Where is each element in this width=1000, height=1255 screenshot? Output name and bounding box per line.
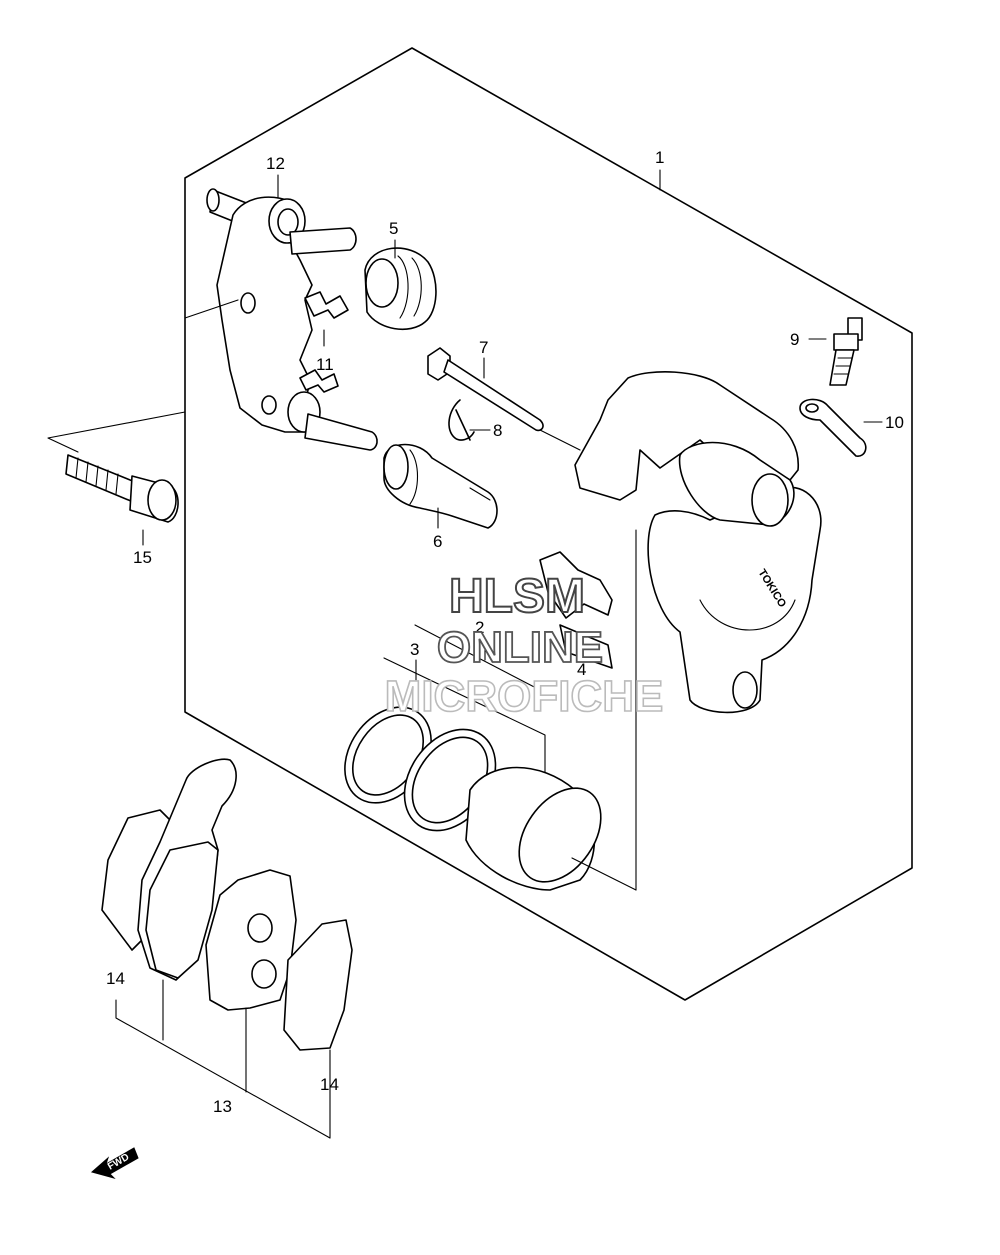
caliper-piston bbox=[465, 766, 602, 891]
callout-13: 13 bbox=[213, 1097, 232, 1116]
retaining-clip bbox=[448, 399, 475, 441]
pad-spring bbox=[299, 291, 349, 393]
callout-14-right: 14 bbox=[320, 1075, 339, 1094]
watermark-line-1: HLSM bbox=[449, 570, 585, 623]
callout-labels: 1 12 5 9 7 11 10 8 6 15 3 2 4 14 14 13 bbox=[106, 148, 904, 1116]
callout-8: 8 bbox=[493, 421, 502, 440]
watermark-line-3: MICROFICHE bbox=[385, 672, 664, 721]
pin-boot-lower bbox=[383, 443, 498, 529]
pin-boot-upper bbox=[364, 247, 437, 330]
callout-9: 9 bbox=[790, 330, 799, 349]
callout-7: 7 bbox=[479, 338, 488, 357]
brake-pad-set bbox=[101, 758, 353, 1139]
callout-15: 15 bbox=[133, 548, 152, 567]
caliper-body: TOKICO bbox=[574, 371, 822, 714]
caliper-bracket bbox=[184, 188, 378, 451]
callout-5: 5 bbox=[389, 219, 398, 238]
callout-11: 11 bbox=[316, 355, 334, 374]
watermark-line-2: ONLINE bbox=[437, 623, 603, 672]
leader-lines bbox=[142, 169, 883, 891]
slide-pin-bolt bbox=[427, 347, 581, 451]
assembly-boundary bbox=[184, 47, 913, 1001]
callout-14-left: 14 bbox=[106, 969, 125, 988]
mounting-bolt bbox=[47, 411, 186, 523]
callout-12: 12 bbox=[266, 154, 285, 173]
callout-10: 10 bbox=[885, 413, 904, 432]
forward-direction-arrow: FWD bbox=[90, 1147, 139, 1179]
callout-3: 3 bbox=[410, 640, 419, 659]
pad-retainer bbox=[539, 551, 613, 669]
watermark: HLSM ONLINE MICROFICHE bbox=[384, 569, 664, 722]
callout-6: 6 bbox=[433, 532, 442, 551]
bleeder-screw bbox=[829, 317, 863, 386]
callout-2: 2 bbox=[475, 618, 484, 637]
bleeder-cap bbox=[799, 398, 867, 457]
callout-4: 4 bbox=[577, 660, 586, 679]
callout-1: 1 bbox=[655, 148, 664, 167]
